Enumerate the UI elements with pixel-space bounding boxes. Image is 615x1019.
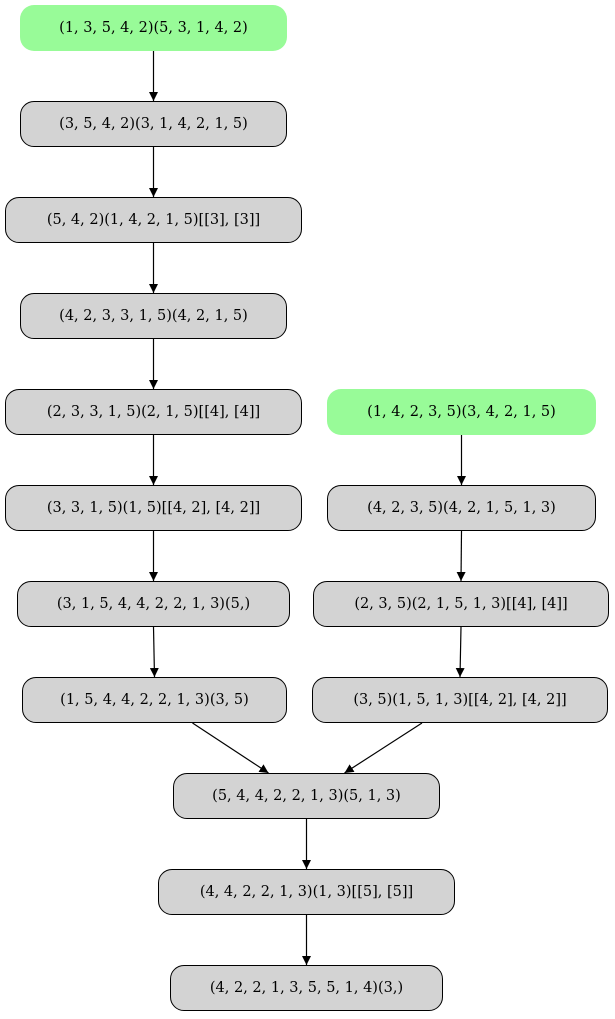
merge-node: (5, 4, 4, 2, 2, 1, 3)(5, 1, 3)	[173, 773, 440, 819]
root-node-left: (1, 3, 5, 4, 2)(5, 3, 1, 4, 2)	[20, 5, 287, 51]
node: (2, 3, 5)(2, 1, 5, 1, 3)[[4], [4]]	[313, 581, 609, 627]
node: (5, 4, 2)(1, 4, 2, 1, 5)[[3], [3]]	[5, 197, 302, 243]
edge-arrow	[149, 626, 159, 678]
edge-arrow	[456, 530, 466, 582]
node: (4, 2, 3, 3, 1, 5)(4, 2, 1, 5)	[20, 293, 287, 339]
node: (3, 5, 4, 2)(3, 1, 4, 2, 1, 5)	[20, 101, 287, 147]
node: (3, 5)(1, 5, 1, 3)[[4, 2], [4, 2]]	[312, 677, 608, 723]
node: (1, 5, 4, 4, 2, 2, 1, 3)(3, 5)	[22, 677, 287, 723]
node: (4, 2, 3, 5)(4, 2, 1, 5, 1, 3)	[327, 485, 596, 531]
edge-arrow	[192, 722, 269, 774]
edge-arrow	[344, 722, 423, 774]
node: (2, 3, 3, 1, 5)(2, 1, 5)[[4], [4]]	[5, 389, 302, 435]
node: (3, 3, 1, 5)(1, 5)[[4, 2], [4, 2]]	[5, 485, 302, 531]
node: (4, 2, 2, 1, 3, 5, 5, 1, 4)(3,)	[170, 965, 443, 1011]
node: (4, 4, 2, 2, 1, 3)(1, 3)[[5], [5]]	[158, 869, 455, 915]
edge-arrow	[455, 626, 465, 678]
node: (3, 1, 5, 4, 4, 2, 2, 1, 3)(5,)	[17, 581, 290, 627]
root-node-right: (1, 4, 2, 3, 5)(3, 4, 2, 1, 5)	[327, 389, 596, 435]
